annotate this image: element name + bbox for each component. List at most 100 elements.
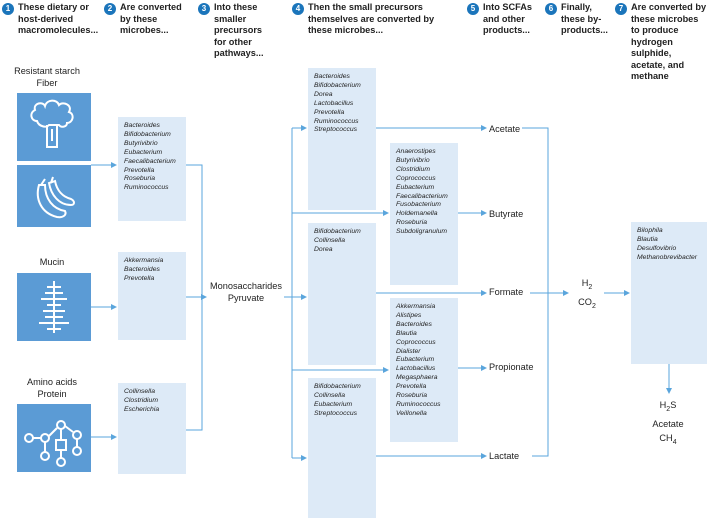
h2-subscript: 2 — [588, 283, 593, 291]
microbe-name: Prevotella — [314, 108, 345, 116]
step-3-text: Into these smaller precursors for other … — [214, 2, 264, 58]
microbe-name: Streptococcus — [314, 126, 358, 134]
microbe-name: Collinsella — [314, 236, 345, 244]
h2s-tail: S — [670, 400, 677, 410]
fiber-label-line: Fiber — [36, 77, 58, 88]
step-number-badge: 6 — [545, 3, 557, 15]
product-acetate: Acetate — [489, 124, 521, 134]
h2s-subscript: 2 — [666, 405, 671, 413]
microbe-name: Dialister — [396, 347, 421, 355]
microbe-name: Prevotella — [124, 274, 155, 282]
microbe-name: Blautia — [637, 235, 658, 243]
microbe-name: Collinsella — [124, 388, 155, 395]
microbe-name: Dorea — [314, 90, 333, 98]
starch-fiber-label: Resistant starch Fiber — [2, 66, 92, 89]
microbe-name: Butyrivibrio — [124, 139, 158, 147]
microbe-name: Coprococcus — [396, 174, 436, 182]
microbe-name: Desulfovibrio — [637, 244, 677, 252]
byproduct-h2: H2 — [572, 278, 602, 293]
microbe-name: Methanobrevibacter — [637, 253, 698, 261]
microbe-name: Eubacterium — [396, 356, 435, 364]
microbe-name: Blautia — [396, 329, 417, 337]
product-propionate: Propionate — [489, 362, 534, 372]
microbe-name: Akkermansia — [124, 257, 164, 264]
microbe-name: Ruminococcus — [124, 184, 169, 192]
mucin-icon — [17, 273, 91, 341]
microbe-name: Subdoligranulum — [396, 228, 448, 236]
stage2-starch-microbes: Bacteroides Bifidobacterium Butyrivibrio… — [118, 117, 186, 221]
co2-subscript: 2 — [591, 302, 596, 310]
starch-label-line: Resistant starch — [14, 66, 80, 76]
microbe-name: Clostridium — [124, 396, 158, 404]
microbe-name: Eubacterium — [314, 400, 353, 408]
stage7-microbes: Bilophila Blautia Desulfovibrio Methanob… — [631, 222, 707, 364]
microbe-name: Eubacterium — [396, 183, 435, 191]
stage2-mucin-microbes: Akkermansia Bacteroides Prevotella — [118, 252, 186, 340]
mucin-label: Mucin — [39, 257, 65, 267]
microbe-name: Bacteroides — [314, 73, 350, 80]
microbe-name: Prevotella — [396, 383, 427, 391]
final-acetate: Acetate — [652, 418, 684, 429]
ch4-subscript: 4 — [672, 438, 677, 446]
h2-main: H — [581, 278, 589, 288]
microbe-name: Coprococcus — [396, 338, 436, 346]
microbe-name: Megasphaera — [396, 374, 438, 382]
byproduct-co2: CO2 — [572, 297, 602, 312]
stage2-amino-microbes: Collinsella Clostridium Escherichia — [118, 383, 186, 474]
microbe-name: Bacteroides — [396, 320, 432, 328]
microbe-name: Faecalibacterium — [124, 157, 176, 165]
microbe-name: Bifidobacterium — [314, 228, 361, 235]
microbe-name: Roseburia — [124, 175, 155, 183]
pyruvate-label: Pyruvate — [227, 292, 265, 303]
step-number-badge: 4 — [292, 3, 304, 15]
step-1-text: These dietary or host-derived macromolec… — [18, 2, 99, 35]
step-number-badge: 1 — [2, 3, 14, 15]
banana-icon — [17, 165, 91, 227]
step-number-badge: 5 — [467, 3, 479, 15]
step-number-badge: 2 — [104, 3, 116, 15]
microbe-name: Lactobacillus — [314, 99, 354, 107]
microbe-name: Bacteroides — [124, 122, 160, 129]
microbe-name: Escherichia — [124, 405, 160, 413]
microbe-name: Holdemanella — [396, 210, 438, 218]
microbe-name: Dorea — [314, 245, 333, 253]
microbe-name: Eubacterium — [124, 148, 163, 156]
microbe-name: Roseburia — [396, 392, 427, 400]
final-h2s: H2S — [640, 398, 696, 417]
step-6-text: Finally, these by-products... — [561, 2, 608, 35]
microbe-name: Bifidobacterium — [314, 81, 361, 89]
step-7-text: Are converted by these microbes to produ… — [631, 2, 707, 81]
microbe-name: Prevotella — [124, 166, 155, 174]
broccoli-icon — [17, 93, 91, 161]
microbe-name: Lactobacillus — [396, 365, 436, 373]
microbe-name: Anaerostipes — [396, 148, 436, 155]
stage4-formate-microbes: Bifidobacterium Collinsella Dorea — [308, 223, 376, 365]
step-5-header: 5 Into SCFAs and other products... — [467, 2, 537, 37]
microbe-name: Bifidobacterium — [314, 383, 361, 390]
h2s-main: H — [659, 400, 667, 410]
microbe-name: Bilophila — [637, 227, 663, 234]
co2-main: CO — [578, 297, 592, 307]
step-6-header: 6 Finally, these by-products... — [545, 2, 615, 37]
microbe-name: Butyrivibrio — [396, 156, 430, 164]
step-5-text: Into SCFAs and other products... — [483, 2, 533, 35]
final-ch4: CH4 — [640, 431, 696, 450]
amino-protein-label: Amino acids Protein — [2, 377, 102, 400]
microbe-name: Akkermansia — [396, 303, 436, 310]
microbe-name: Ruminococcus — [314, 117, 359, 125]
step-7-header: 7 Are converted by these microbes to pro… — [615, 2, 707, 83]
final-products: H2S Acetate CH4 — [640, 398, 696, 450]
microbe-name: Bifidobacterium — [124, 130, 171, 138]
microbe-name: Clostridium — [396, 165, 430, 173]
microbe-name: Roseburia — [396, 219, 427, 227]
stage4-propionate-microbes: Akkermansia Alistipes Bacteroides Blauti… — [390, 298, 458, 442]
step-number-badge: 7 — [615, 3, 627, 15]
microbe-name: Alistipes — [396, 311, 422, 319]
ch4-main: CH — [659, 432, 673, 443]
step-1-header: 1 These dietary or host-derived macromol… — [2, 2, 102, 37]
microbe-name: Veillonella — [396, 409, 427, 417]
stage4-lactate-microbes: Bifidobacterium Collinsella Eubacterium … — [308, 378, 376, 518]
microbe-name: Ruminococcus — [396, 400, 441, 408]
step-3-header: 3 Into these smaller precursors for othe… — [198, 2, 274, 60]
step-2-header: 2 Are converted by these microbes... — [104, 2, 184, 37]
